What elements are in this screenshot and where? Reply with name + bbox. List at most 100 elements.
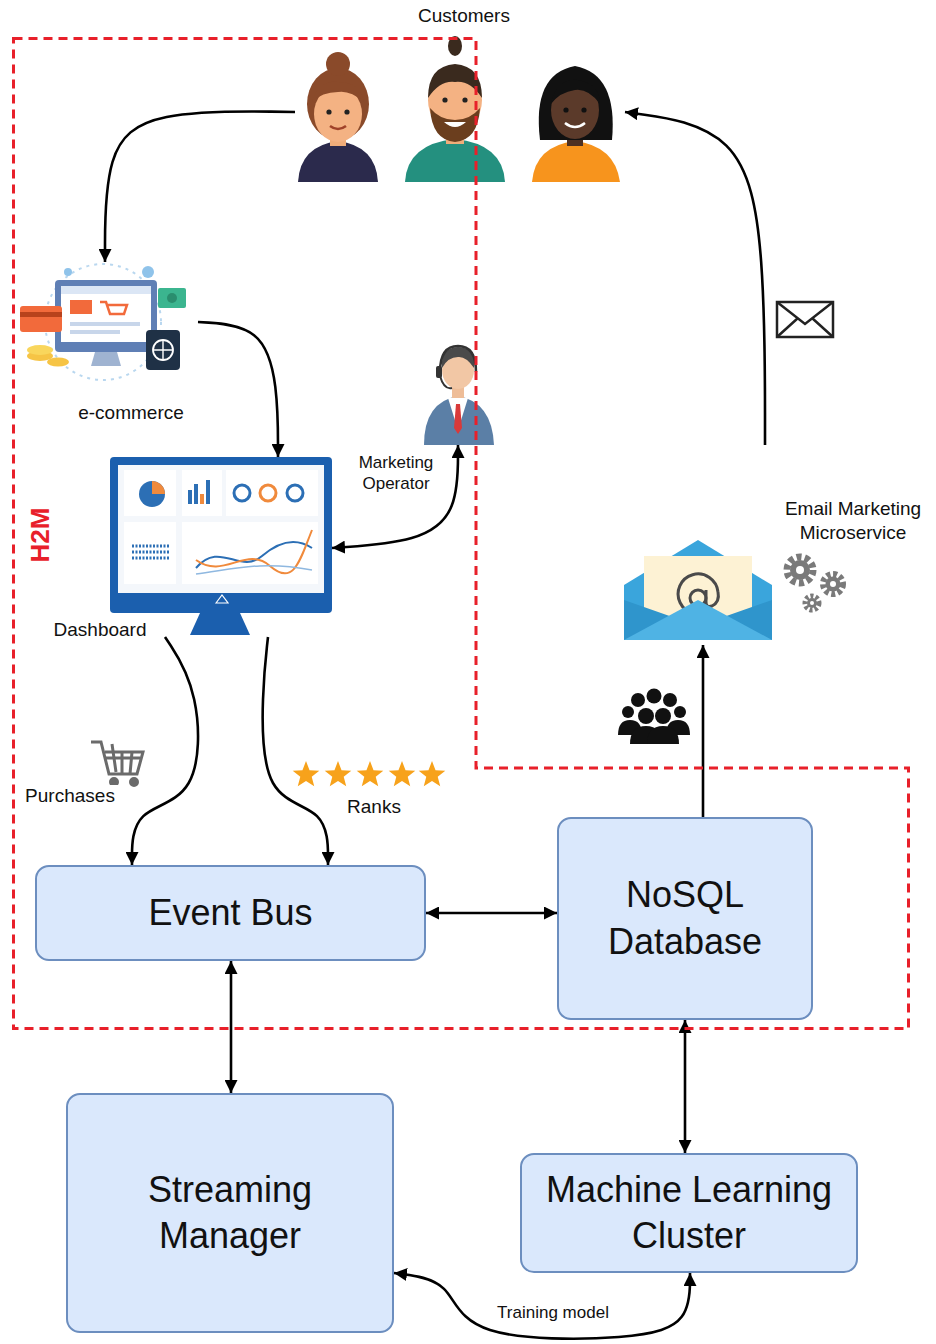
- gears-icon: [826, 577, 841, 592]
- dashboard-monitor: [124, 470, 176, 516]
- gears-icon: [787, 557, 813, 583]
- dashboard-monitor: [152, 481, 165, 494]
- connector-arrow: [198, 322, 278, 457]
- connector-arrow: [263, 637, 328, 865]
- box-label: NoSQL Database: [571, 872, 799, 964]
- dashboard-monitor: [216, 595, 228, 603]
- dashboard-monitor: [182, 470, 222, 516]
- customer-woman-icon: [532, 141, 620, 182]
- customer-woman-icon: [298, 141, 378, 182]
- icon-caption: Dashboard: [54, 618, 147, 642]
- dashboard-monitor: [110, 457, 332, 613]
- ecommerce-illustration: [20, 264, 186, 380]
- gears-icon: [830, 581, 836, 587]
- connector-arrow: [702, 645, 705, 817]
- dashboard-monitor: [190, 613, 250, 635]
- audience-group-symbol: [655, 708, 671, 724]
- rating-stars-symbol: [325, 761, 352, 786]
- dashboard-monitor: [234, 485, 250, 501]
- dashboard-monitor: [196, 566, 312, 574]
- gears-icon: [790, 560, 810, 580]
- database-box: NoSQL Database: [557, 817, 813, 1020]
- dashboard-monitor: [226, 470, 318, 516]
- dashboard-monitor: [194, 484, 198, 504]
- audience-group-symbol: [647, 726, 679, 744]
- audience-group-symbol: [674, 706, 686, 718]
- ecommerce-illustration: [142, 266, 154, 278]
- cart-symbol: [106, 744, 140, 774]
- customer-woman-icon: [330, 126, 346, 129]
- mail-symbol: [777, 302, 833, 337]
- dashboard-monitor: [118, 465, 324, 593]
- dashboard-monitor: [182, 522, 318, 584]
- audience-group-symbol: [622, 706, 634, 718]
- dashboard-monitor: [196, 530, 312, 573]
- operator-person-icon: [424, 396, 494, 445]
- operator-person-icon: [440, 376, 452, 388]
- h2m-region: H2M e-commerceDashboardEvent Bus NoSQL Dat…: [12, 37, 910, 1030]
- process-box: Streaming Manager: [66, 1093, 394, 1333]
- icon-caption: Customers: [418, 4, 510, 28]
- operator-person-icon: [436, 366, 442, 378]
- audience-group-symbol: [638, 708, 654, 724]
- ecommerce-illustration: [70, 300, 92, 314]
- dashboard-monitor: [188, 490, 192, 504]
- gears-icon: [796, 566, 804, 574]
- cart-symbol: [91, 742, 143, 774]
- ecommerce-illustration: [153, 340, 173, 360]
- gears-icon: [805, 596, 819, 610]
- ecommerce-illustration: [27, 345, 53, 355]
- ecommerce-illustration: [61, 286, 151, 294]
- customer-woman-icon: [326, 52, 350, 76]
- audience-group-symbol: [618, 689, 690, 745]
- cluster-box: Machine Learning Cluster: [520, 1153, 858, 1273]
- ecommerce-illustration: [61, 286, 151, 342]
- email-envelope-icon: [624, 540, 772, 640]
- connector-arrow: [625, 112, 765, 445]
- ecommerce-illustration: [20, 306, 62, 332]
- customer-woman-icon: [565, 123, 585, 127]
- customer-woman-icon: [312, 82, 364, 102]
- email-envelope-icon: [624, 600, 772, 640]
- region-label: H2M: [24, 508, 57, 563]
- connector-arrow: [332, 445, 458, 548]
- gears-icon: [807, 598, 817, 608]
- edge-label: Training model: [494, 1303, 612, 1323]
- dashboard-monitor: [287, 485, 303, 501]
- dashboard-monitor: [206, 480, 210, 504]
- process-box: Event Bus: [35, 865, 426, 961]
- customer-woman-icon: [344, 109, 349, 114]
- cart-symbol: [131, 779, 138, 786]
- customer-woman-icon: [551, 80, 600, 104]
- ecommerce-illustration: [45, 264, 161, 380]
- rating-stars-symbol: [293, 761, 320, 786]
- email-envelope-icon: [624, 600, 772, 640]
- customer-man-icon: [405, 36, 505, 182]
- dashboard-monitor: [110, 457, 332, 635]
- gears-icon: [810, 601, 814, 605]
- dashboard-monitor: [196, 542, 312, 568]
- ecommerce-node: e-commerce: [18, 262, 198, 427]
- audience-group-symbol: [663, 693, 677, 707]
- customer-woman-icon: [563, 107, 568, 112]
- dashboard-monitor: [124, 522, 176, 584]
- ecommerce-illustration: [100, 302, 127, 314]
- rating-stars-symbol: [389, 761, 416, 786]
- box-label: Machine Learning Cluster: [534, 1167, 844, 1259]
- customer-woman-icon: [298, 52, 378, 182]
- ecommerce-illustration: [91, 352, 121, 366]
- box-label: Streaming Manager: [99, 1167, 361, 1259]
- dashboard-monitor: [260, 485, 276, 501]
- ecommerce-illustration: [64, 268, 72, 276]
- dashboard-monitor: [139, 481, 165, 507]
- ecommerce-illustration: [167, 293, 177, 303]
- ecommerce-illustration: [153, 340, 173, 360]
- rating-stars-symbol: [293, 761, 446, 786]
- gears-icon: [787, 557, 843, 610]
- rating-stars-symbol: [357, 761, 384, 786]
- dashboard-node: Dashboard: [110, 457, 332, 637]
- operator-node: Marketing Operator: [418, 345, 500, 445]
- connector-arrow: [394, 1273, 690, 1339]
- ecommerce-illustration: [70, 322, 140, 326]
